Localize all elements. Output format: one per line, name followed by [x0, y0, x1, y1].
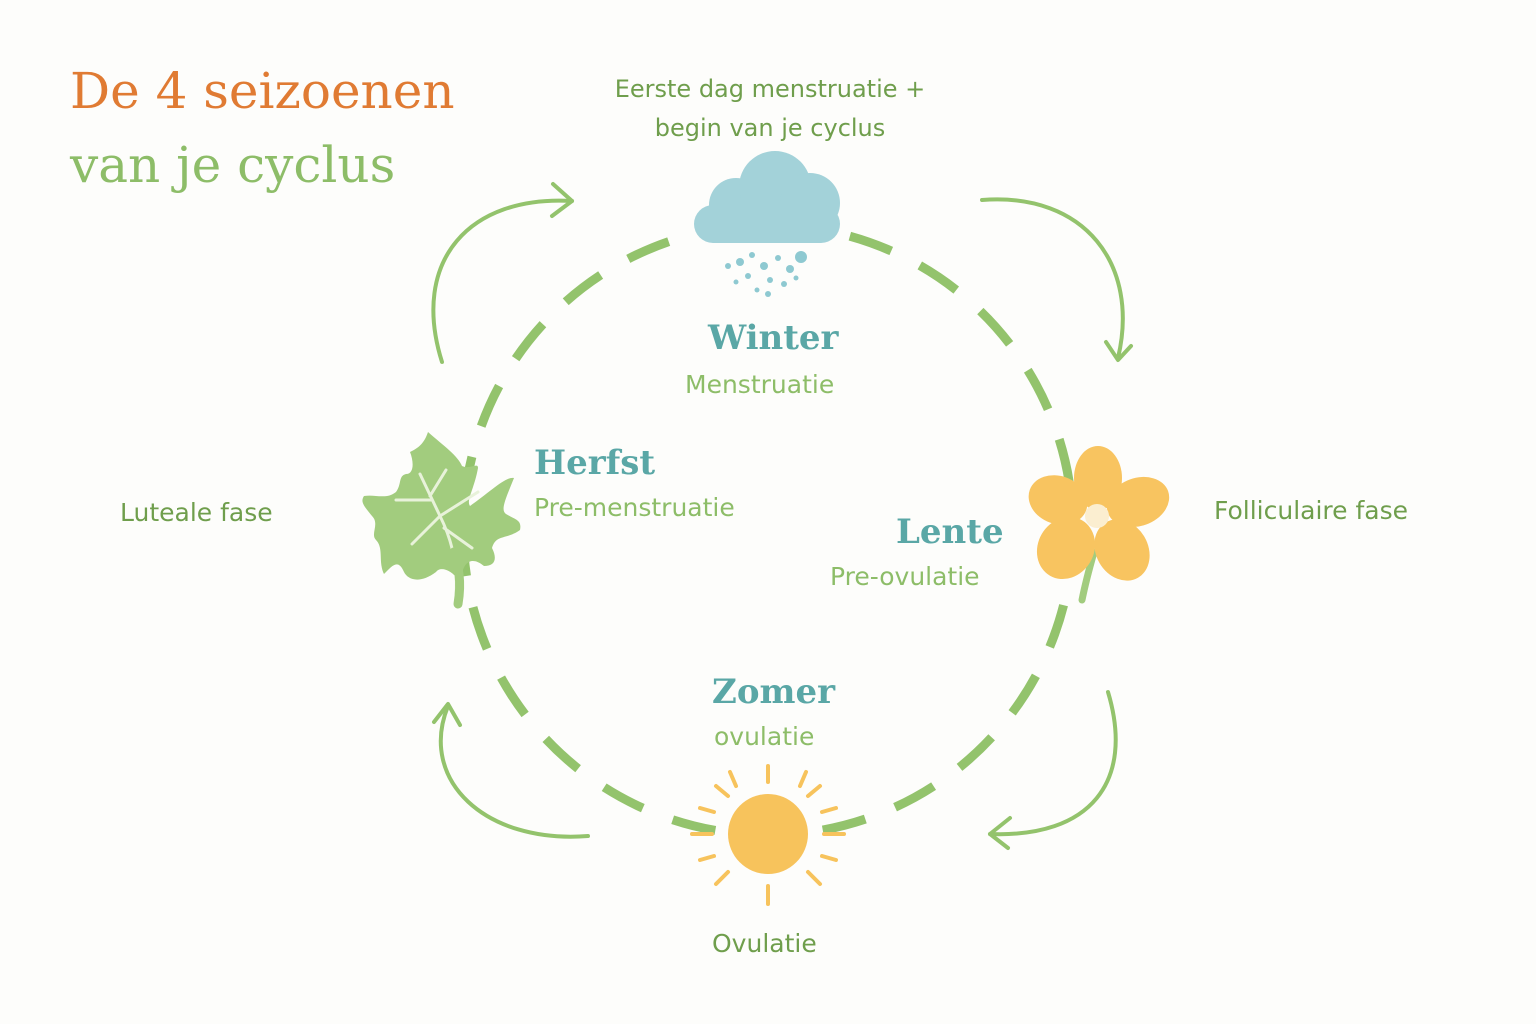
arrow-winter-to-lente: [980, 197, 1125, 360]
season-lente-name: Lente: [896, 512, 1004, 552]
arrow-lente-to-zomer: [988, 690, 1118, 837]
season-winter-name: Winter: [708, 318, 839, 358]
label-folliculaire-fase: Folliculaire fase: [1214, 496, 1409, 525]
season-zomer-phase: ovulatie: [714, 722, 815, 751]
season-herfst-phase: Pre-menstruatie: [534, 493, 735, 522]
flower-icon: [1028, 446, 1170, 604]
arrow-winter-to-lente-head: [1104, 340, 1133, 362]
arrow-zomer-to-herfst-head: [432, 702, 462, 727]
leaf-icon: [362, 432, 521, 609]
season-zomer-name: Zomer: [712, 672, 836, 712]
season-winter-phase: Menstruatie: [685, 370, 835, 399]
arrow-herfst-to-winter-head: [550, 182, 574, 218]
rain-cloud-icon: [694, 151, 840, 297]
cycle-start-note-line-2: begin van je cyclus: [654, 114, 886, 142]
cycle-start-note: Eerste dag menstruatie + begin van je cy…: [570, 70, 970, 148]
cycle-arrows: [431, 182, 1133, 850]
sun-icon: [690, 764, 846, 906]
arrow-herfst-to-winter: [431, 198, 574, 364]
season-herfst-name: Herfst: [534, 443, 656, 483]
title-line-2: van je cyclus: [70, 136, 396, 194]
label-luteale-fase: Luteale fase: [120, 498, 273, 527]
title-line-1: De 4 seizoenen: [70, 62, 455, 120]
label-ovulatie: Ovulatie: [712, 929, 817, 958]
arrow-lente-to-zomer-head: [988, 816, 1012, 850]
cycle-start-note-line-1: Eerste dag menstruatie +: [614, 75, 926, 103]
arrow-zomer-to-herfst: [438, 704, 590, 839]
season-lente-phase: Pre-ovulatie: [830, 562, 980, 591]
